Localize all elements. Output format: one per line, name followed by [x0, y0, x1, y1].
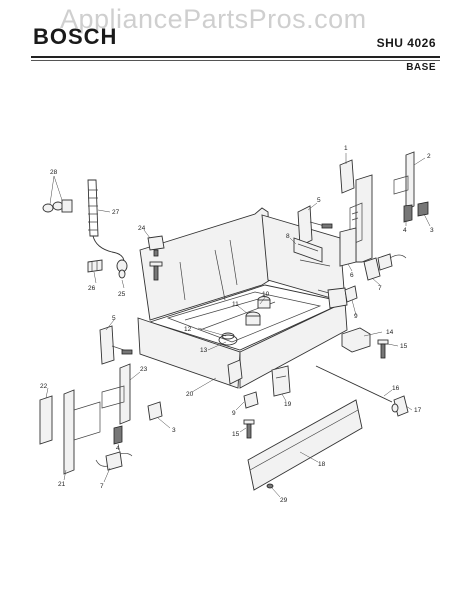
screw-part-15-upper [377, 339, 389, 359]
callout-23: 23 [140, 366, 148, 373]
right-upright-bracket [349, 174, 373, 263]
callout-15-lower: 15 [232, 431, 240, 438]
callout-29: 29 [280, 497, 288, 504]
callout-12: 12 [184, 326, 192, 333]
callout-7: 7 [378, 285, 382, 292]
knob-part-17 [391, 395, 409, 417]
bracket-part-1 [339, 159, 355, 194]
model-number: SHU 4026 [376, 36, 436, 50]
callout-3: 3 [430, 227, 434, 234]
switch-part-7-top [377, 253, 407, 271]
header-rule-thin [31, 60, 440, 61]
callout-9-lower: 9 [232, 410, 236, 417]
support-part-6 [339, 227, 357, 267]
valve-part-19 [271, 365, 291, 397]
base-tub [137, 207, 348, 389]
clip-part-3-lower [147, 401, 163, 421]
bracket-part-22 [39, 395, 53, 445]
callout-labels: 1 2 3 3 4 4 5 5 6 7 7 8 9 9 10 11 12 13 … [40, 145, 434, 504]
callout-3-lower: 3 [172, 427, 176, 434]
callout-18: 18 [318, 461, 326, 468]
callout-14: 14 [386, 329, 394, 336]
callout-5-lower: 5 [112, 315, 116, 322]
section-title: BASE [406, 62, 436, 73]
callout-2: 2 [427, 153, 431, 160]
hose-part-27 [87, 179, 125, 263]
callout-17: 17 [414, 407, 422, 414]
switch-part-7-lower [95, 451, 133, 471]
clip-part-4-top [403, 204, 413, 223]
callout-8: 8 [286, 233, 290, 240]
hinge-part-5-lower [99, 325, 133, 365]
callout-5: 5 [317, 197, 321, 204]
hinge-part-5-upper [297, 205, 333, 247]
callout-6: 6 [350, 272, 354, 279]
clips-part-28 [42, 199, 73, 213]
watermark: AppliancePartsPros.com [60, 4, 367, 34]
clip-part-9-upper [344, 285, 358, 303]
bracket-part-2 [393, 151, 415, 211]
callout-4: 4 [403, 227, 407, 234]
bracket-part-23 [101, 363, 131, 425]
clip-part-3-top [417, 201, 429, 217]
callout-24: 24 [138, 225, 146, 232]
box-part-14 [341, 327, 371, 353]
callout-1: 1 [344, 145, 348, 152]
bolt-part-24b [149, 261, 163, 281]
callout-27: 27 [112, 209, 120, 216]
callout-10: 10 [262, 291, 270, 298]
callout-26: 26 [88, 285, 96, 292]
callout-7-lower: 7 [100, 483, 104, 490]
callout-28: 28 [50, 169, 58, 176]
callout-15: 15 [400, 343, 408, 350]
toe-panel-part-18 [247, 399, 363, 491]
callout-25: 25 [118, 291, 126, 298]
callout-13: 13 [200, 347, 208, 354]
clip-part-4-lower [113, 425, 123, 445]
callout-20: 20 [186, 391, 194, 398]
foot-part-7-right [363, 257, 381, 281]
callout-22: 22 [40, 383, 48, 390]
callout-4-lower: 4 [116, 445, 120, 452]
leader-lines [45, 153, 431, 498]
callout-9: 9 [354, 313, 358, 320]
callout-21: 21 [58, 481, 66, 488]
header-rule [31, 56, 440, 58]
brand-logo: BOSCH [33, 24, 118, 49]
callout-16: 16 [392, 385, 400, 392]
sensor-part-25 [116, 259, 128, 279]
bracket-part-21 [63, 389, 101, 475]
callout-11: 11 [232, 301, 239, 308]
clip-part-9-lower [243, 391, 259, 409]
callout-19: 19 [284, 401, 292, 408]
clip-part-26 [87, 259, 103, 273]
clip-part-24 [147, 235, 165, 257]
screw-part-29 [266, 483, 274, 489]
screw-part-15-lower [243, 419, 255, 439]
rod-part-16 [315, 365, 393, 403]
bracket-part-8 [293, 237, 323, 263]
